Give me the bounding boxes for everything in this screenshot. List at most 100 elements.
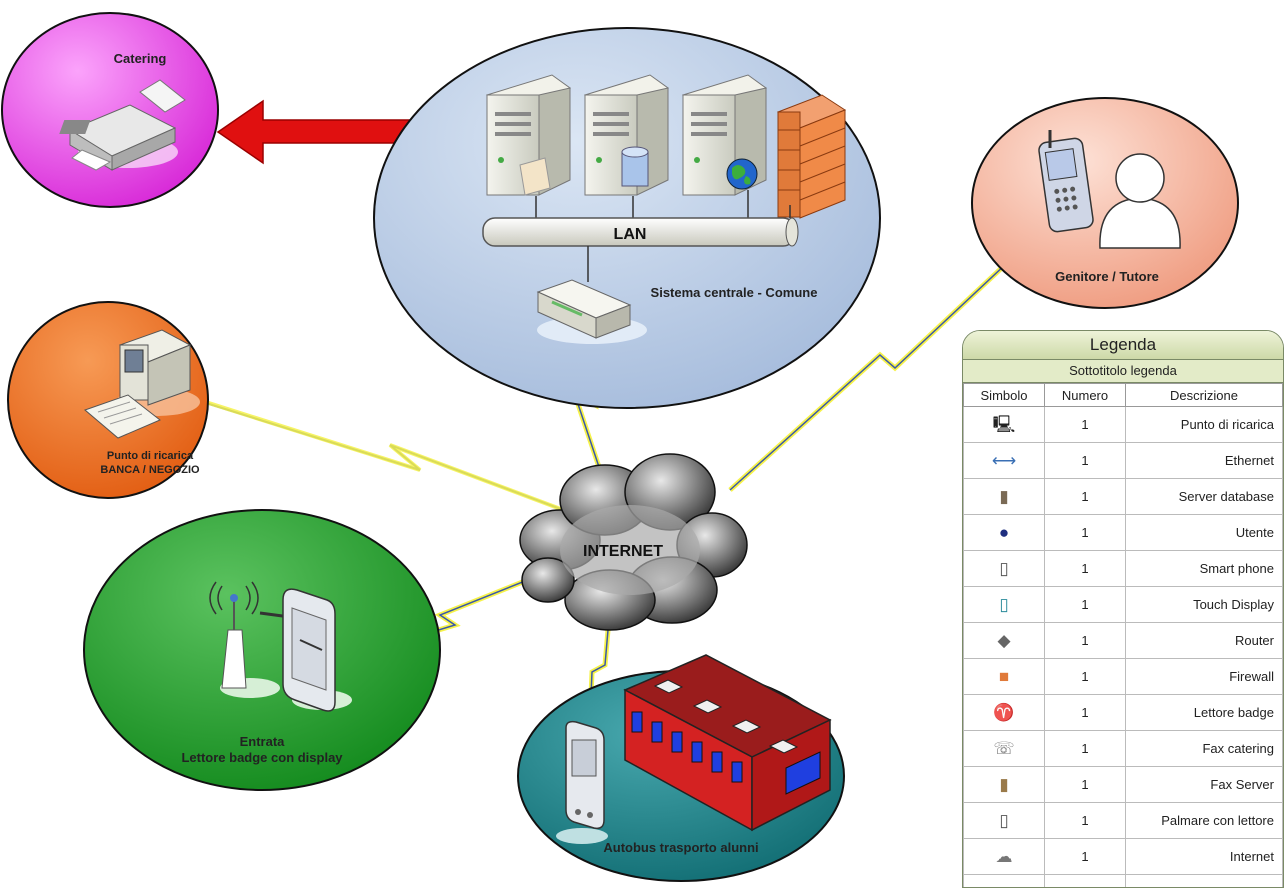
computer-icon: 🖳 bbox=[963, 406, 1045, 443]
legend-description: Punto di ricarica bbox=[1125, 406, 1283, 443]
legend-number: 1 bbox=[1044, 550, 1126, 587]
legend-description: Touch Display bbox=[1125, 586, 1283, 623]
recharge-label-line1: Punto di ricarica bbox=[107, 450, 194, 462]
firewall-icon bbox=[776, 94, 847, 219]
computer-icon bbox=[84, 329, 200, 439]
badge-reader-icon bbox=[209, 581, 280, 698]
legend-number: 1 bbox=[1044, 694, 1126, 731]
bus-label: Autobus trasporto alunni bbox=[603, 840, 758, 855]
fax-server-icon: ▮ bbox=[963, 766, 1045, 803]
legend-number: 1 bbox=[1044, 442, 1126, 479]
legend-number: 1 bbox=[1044, 658, 1126, 695]
legend-number: 1 bbox=[1044, 874, 1126, 887]
user-icon: ● bbox=[963, 514, 1045, 551]
ethernet-icon: ⟷ bbox=[963, 442, 1045, 479]
lan-bus: LAN bbox=[482, 217, 799, 247]
user-icon bbox=[1099, 153, 1181, 249]
recharge-node: Punto di ricarica BANCA / NEGOZIO bbox=[7, 301, 209, 499]
router-icon: ◆ bbox=[963, 622, 1045, 659]
catering-label: Catering bbox=[114, 51, 167, 66]
legend-description: Fax catering bbox=[1125, 730, 1283, 767]
badge-reader-icon: ♈ bbox=[963, 694, 1045, 731]
server-fax-icon bbox=[485, 74, 572, 196]
legend-number: 1 bbox=[1044, 802, 1126, 839]
fax-icon: ☏ bbox=[963, 730, 1045, 767]
legend-number: 1 bbox=[1044, 478, 1126, 515]
recharge-label-line2: BANCA / NEGOZIO bbox=[100, 464, 200, 476]
entrance-label-line1: Entrata bbox=[240, 734, 286, 749]
legend-number: 1 bbox=[1044, 766, 1126, 803]
legend-number: 1 bbox=[1044, 406, 1126, 443]
legend-description: Palmare con lettore bbox=[1125, 802, 1283, 839]
catering-ellipse bbox=[1, 12, 219, 208]
server-web-icon: ▮ bbox=[963, 874, 1045, 887]
server-database-icon bbox=[583, 74, 670, 196]
fax-icon bbox=[59, 79, 186, 171]
entrance-node: Entrata Lettore badge con display bbox=[83, 509, 441, 791]
legend-title: Legenda bbox=[963, 331, 1283, 360]
legend-description: Server Web bbox=[1125, 874, 1283, 887]
legend-description: Lettore badge bbox=[1125, 694, 1283, 731]
legend-header-description: Descrizione bbox=[1125, 383, 1283, 407]
legend-description: Internet bbox=[1125, 838, 1283, 875]
legend-number: 1 bbox=[1044, 622, 1126, 659]
bolt-recharge bbox=[192, 396, 591, 522]
legend-number: 1 bbox=[1044, 838, 1126, 875]
legend-description: Utente bbox=[1125, 514, 1283, 551]
entrance-ellipse bbox=[83, 509, 441, 791]
cloud-icon: ☁ bbox=[963, 838, 1045, 875]
firewall-icon: ■ bbox=[963, 658, 1045, 695]
legend-number: 1 bbox=[1044, 586, 1126, 623]
guardian-node: Genitore / Tutore bbox=[971, 97, 1239, 309]
guardian-label: Genitore / Tutore bbox=[1055, 269, 1159, 284]
legend-panel: Legenda Sottotitolo legenda Simbolo Nume… bbox=[962, 330, 1284, 888]
lan-label: LAN bbox=[614, 226, 647, 243]
internet-label: INTERNET bbox=[583, 543, 663, 560]
server-database-icon: ▮ bbox=[963, 478, 1045, 515]
catering-node: Catering bbox=[1, 12, 219, 208]
handheld-icon: ▯ bbox=[963, 802, 1045, 839]
bus-icon bbox=[623, 654, 832, 832]
legend-header-number: Numero bbox=[1044, 383, 1126, 407]
central-label: Sistema centrale - Comune bbox=[651, 285, 818, 300]
legend-description: Server database bbox=[1125, 478, 1283, 515]
cloud-icon: INTERNET bbox=[519, 453, 748, 631]
handheld-icon bbox=[556, 720, 608, 844]
server-web-icon bbox=[681, 74, 768, 196]
touch-display-icon: ▯ bbox=[963, 586, 1045, 623]
legend-description: Router bbox=[1125, 622, 1283, 659]
legend-description: Ethernet bbox=[1125, 442, 1283, 479]
touch-display-icon bbox=[282, 588, 352, 712]
legend-description: Fax Server bbox=[1125, 766, 1283, 803]
legend-number: 1 bbox=[1044, 514, 1126, 551]
smartphone-icon: ▯ bbox=[963, 550, 1045, 587]
legend-subtitle: Sottotitolo legenda bbox=[963, 360, 1283, 383]
legend-number: 1 bbox=[1044, 730, 1126, 767]
legend-header-symbol: Simbolo bbox=[963, 383, 1045, 407]
bus-node: Autobus trasporto alunni bbox=[517, 654, 845, 882]
legend-description: Firewall bbox=[1125, 658, 1283, 695]
smartphone-icon bbox=[1038, 130, 1094, 233]
router-icon bbox=[536, 279, 647, 344]
central-node: LAN Sistema centrale - Comune bbox=[373, 27, 881, 409]
legend-description: Smart phone bbox=[1125, 550, 1283, 587]
entrance-label-line2: Lettore badge con display bbox=[181, 750, 343, 765]
link-guardian-internet bbox=[729, 231, 1041, 491]
